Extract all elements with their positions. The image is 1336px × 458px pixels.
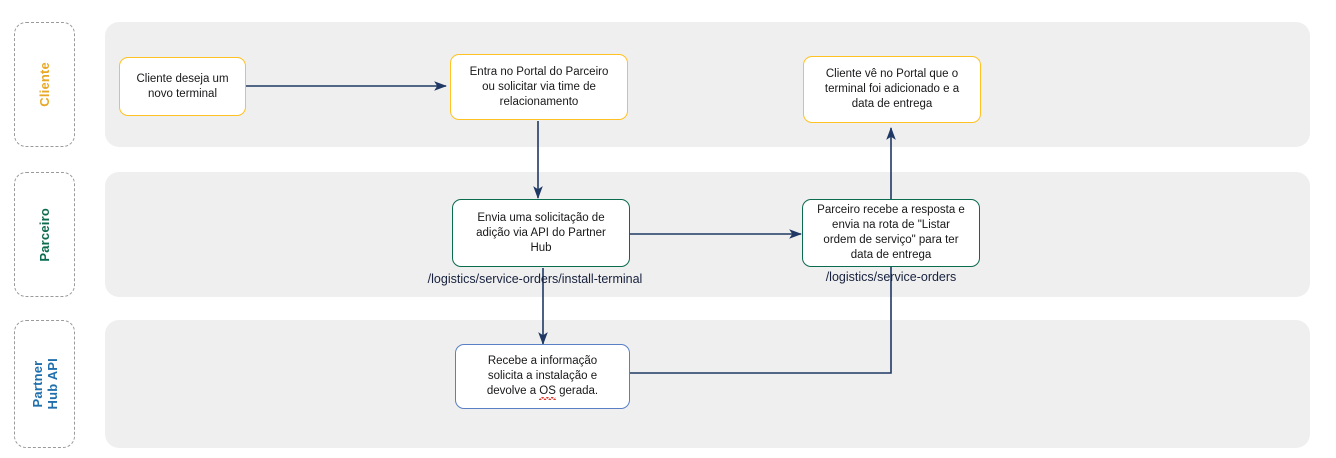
node-text-before: Recebe a informação solicita a instalaçã… — [486, 355, 598, 397]
node-recebe-informacao-devolve-os[interactable]: Recebe a informação solicita a instalaçã… — [455, 344, 630, 409]
node-parceiro-recebe-resposta[interactable]: Parceiro recebe a resposta e envia na ro… — [802, 199, 980, 267]
node-cliente-ve-portal[interactable]: Cliente vê no Portal que o terminal foi … — [803, 56, 981, 123]
lane-label-parceiro[interactable]: Parceiro — [14, 172, 75, 297]
lane-label-partner-hub-api[interactable]: Partner Hub API — [14, 320, 75, 448]
node-text: Recebe a informação solicita a instalaçã… — [487, 354, 598, 399]
node-text: Envia uma solicitação de adição via API … — [476, 211, 606, 254]
node-text-misspelled: OS — [539, 385, 556, 397]
lane-label-cliente[interactable]: Cliente — [14, 22, 75, 147]
caption-install-terminal-route: /logistics/service-orders/install-termin… — [427, 272, 643, 286]
node-entra-portal-parceiro[interactable]: Entra no Portal do Parceiro ou solicitar… — [450, 54, 628, 120]
node-cliente-deseja-novo-terminal[interactable]: Cliente deseja um novo terminal — [119, 57, 246, 116]
node-text: Parceiro recebe a resposta e envia na ro… — [817, 204, 965, 261]
node-text-after: gerada. — [555, 385, 599, 397]
caption-service-orders-route: /logistics/service-orders — [825, 270, 957, 284]
node-text: Entra no Portal do Parceiro ou solicitar… — [469, 65, 609, 108]
lane-band-partner-hub-api — [105, 320, 1310, 448]
lane-band-cliente — [105, 22, 1310, 147]
node-envia-solicitacao-api[interactable]: Envia uma solicitação de adição via API … — [452, 199, 630, 267]
node-text: Cliente deseja um novo terminal — [136, 72, 229, 100]
node-text: Cliente vê no Portal que o terminal foi … — [824, 68, 960, 110]
